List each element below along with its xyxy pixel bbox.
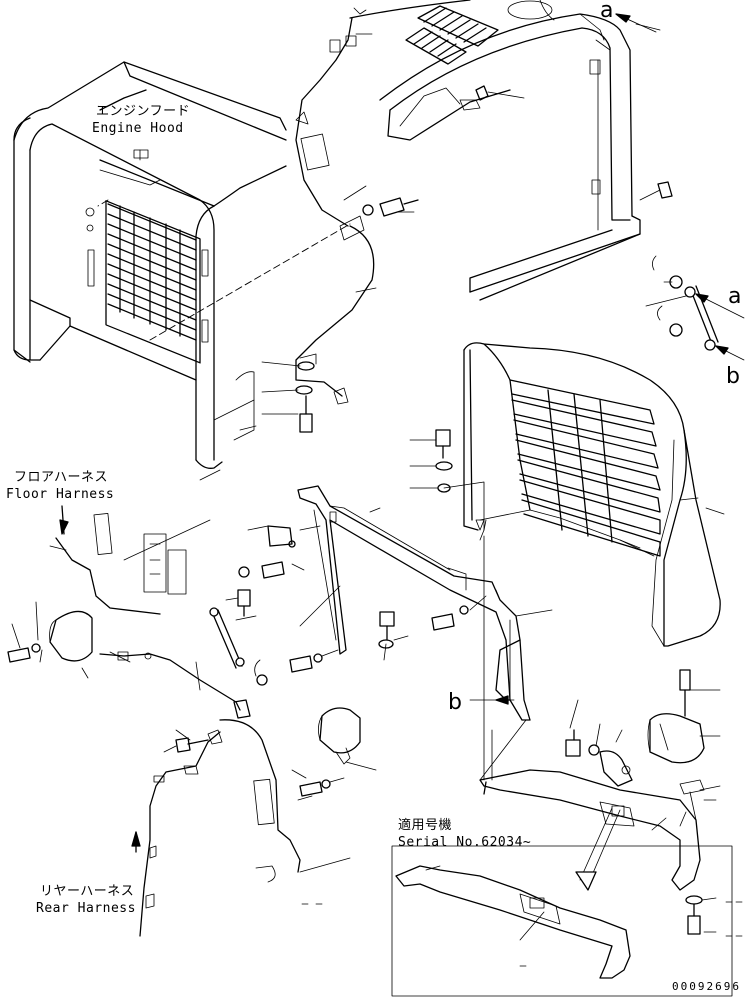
harness-top (199, 7, 419, 481)
ref-letter-b-right: b (726, 364, 740, 389)
serial-inset-box (391, 807, 733, 997)
engine-hood-label-en: Engine Hood (92, 121, 184, 136)
ref-letter-a-right: a (728, 284, 742, 309)
drawing-code: 00092696 (672, 980, 741, 993)
floor-harness-label-en: Floor Harness (6, 487, 115, 502)
hood-stay-detail (645, 255, 745, 361)
rear-harness-label-en: Rear Harness (36, 901, 136, 916)
engine-hood-label-jp: エンジンフード (96, 104, 191, 119)
ref-letter-a-top: a (600, 0, 614, 23)
work-lamp-middle (291, 707, 377, 801)
serial-label-en: Serial No.62034~ (398, 835, 532, 850)
serial-label-jp: 適用号機 (398, 818, 453, 833)
work-lamp-right (647, 669, 721, 821)
lamp-bracket (209, 485, 553, 721)
ref-letter-b-mid: b (448, 690, 462, 715)
hood-frame-top (349, 0, 673, 301)
floor-harness-label-jp: フロアハーネス (14, 470, 108, 485)
rear-harness-label-jp: リヤーハーネス (40, 884, 135, 899)
floor-harness (49, 505, 211, 615)
work-lamp-left (7, 601, 241, 711)
reference-leaders (469, 535, 527, 781)
bolt-set-upper (409, 429, 487, 541)
lamp-mount-bar (479, 699, 717, 935)
grille-cover (463, 342, 725, 647)
rear-harness (131, 699, 351, 937)
engine-hood-left (13, 61, 351, 469)
